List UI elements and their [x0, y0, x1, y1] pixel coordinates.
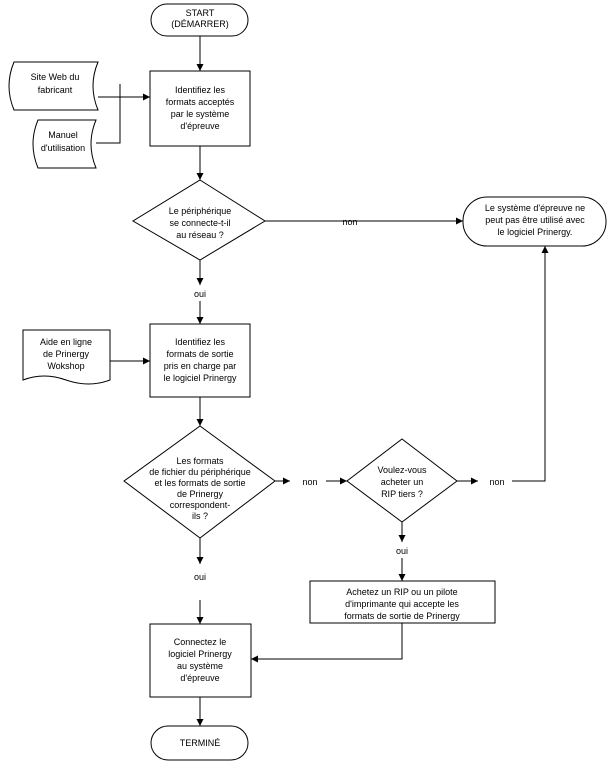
buy-rip-line-2: d'imprimante qui accepte les	[345, 599, 459, 609]
cannot-use-node: Le système d'épreuve ne peut pas être ut…	[462, 196, 607, 247]
cannot-use-line-2: peut pas être utilisé avec	[485, 215, 585, 225]
edge-label-non-buy: non	[489, 477, 504, 487]
end-node: TERMINÉ	[150, 725, 249, 761]
formats-match-line-4: de Prinergy	[177, 489, 224, 499]
identify-output-line-2: formats de sortie	[166, 349, 233, 359]
network-question-line-1: Le périphérique	[169, 206, 232, 216]
edge-label-non-match: non	[302, 477, 317, 487]
edge-label-oui-match: oui	[194, 572, 206, 582]
identify-formats-line-3: par le système	[171, 109, 230, 119]
network-question-node: Le périphérique se connecte-t-il au rése…	[132, 179, 266, 261]
edge-labels: non oui non non oui oui	[194, 217, 505, 582]
network-question-line-3: au réseau ?	[176, 230, 224, 240]
formats-match-line-3: et les formats de sortie	[154, 478, 245, 488]
site-web-node: Site Web du fabricant	[8, 61, 99, 111]
network-question-line-2: se connecte-t-il	[169, 218, 230, 228]
identify-output-node: Identifiez les formats de sortie pris en…	[149, 323, 251, 398]
buy-rip-line-3: formats de sortie de Prinergy	[344, 611, 460, 621]
identify-output-line-3: pris en charge par	[164, 361, 237, 371]
connect-line-3: au système	[177, 661, 223, 671]
edge-non-to-cannot	[512, 246, 549, 482]
formats-match-line-5: correspondent-	[170, 500, 231, 510]
formats-match-node: Les formats de fichier du périphérique e…	[123, 425, 276, 539]
buy-rip-question-line-2: acheter un	[381, 477, 424, 487]
manuel-line-1: Manuel	[48, 130, 78, 140]
buy-rip-question-line-1: Voulez-vous	[377, 465, 427, 475]
end-label: TERMINÉ	[180, 738, 221, 748]
edge-buy-rip-to-connect	[251, 623, 403, 663]
connect-node: Connectez le logiciel Prinergy au systèm…	[149, 623, 252, 698]
identify-output-line-4: le logiciel Prinergy	[163, 373, 237, 383]
site-web-line-2: fabricant	[38, 85, 73, 95]
edge-label-oui-network: oui	[194, 289, 206, 299]
manuel-line-2: d'utilisation	[41, 143, 85, 153]
buy-rip-question-line-3: RIP tiers ?	[381, 489, 423, 499]
identify-output-line-1: Identifiez les	[175, 337, 226, 347]
start-node: START (DÉMARRER)	[150, 3, 249, 37]
buy-rip-line-1: Achetez un RIP ou un pilote	[346, 587, 457, 597]
buy-rip-question-node: Voulez-vous acheter un RIP tiers ?	[346, 438, 458, 523]
cannot-use-line-1: Le système d'épreuve ne	[485, 203, 585, 213]
identify-formats-node: Identifiez les formats acceptés par le s…	[149, 70, 251, 147]
edge-label-oui-buy: oui	[396, 546, 408, 556]
cannot-use-line-3: le logiciel Prinergy.	[498, 227, 573, 237]
formats-match-line-2: de fichier du périphérique	[149, 467, 251, 477]
connect-line-1: Connectez le	[174, 637, 227, 647]
start-line-2: (DÉMARRER)	[171, 19, 229, 29]
formats-match-line-1: Les formats	[176, 456, 224, 466]
identify-formats-line-4: d'épreuve	[180, 121, 219, 131]
connect-line-4: d'épreuve	[180, 673, 219, 683]
buy-rip-node: Achetez un RIP ou un pilote d'imprimante…	[309, 580, 496, 624]
aide-line-1: Aide en ligne	[40, 337, 92, 347]
aide-line-3: Wokshop	[47, 361, 84, 371]
edge-manuel-to-junction	[96, 97, 121, 144]
edge-label-non-network: non	[342, 217, 357, 227]
formats-match-line-6: ils ?	[192, 511, 208, 521]
connect-line-2: logiciel Prinergy	[168, 649, 232, 659]
start-line-1: START	[186, 8, 215, 18]
manuel-node: Manuel d'utilisation	[32, 119, 97, 169]
site-web-line-1: Site Web du	[31, 72, 80, 82]
identify-formats-line-2: formats acceptés	[166, 97, 235, 107]
aide-line-2: de Prinergy	[43, 349, 90, 359]
connectors	[96, 36, 549, 726]
aide-en-ligne-node: Aide en ligne de Prinergy Wokshop	[22, 329, 111, 385]
identify-formats-line-1: Identifiez les	[175, 85, 226, 95]
